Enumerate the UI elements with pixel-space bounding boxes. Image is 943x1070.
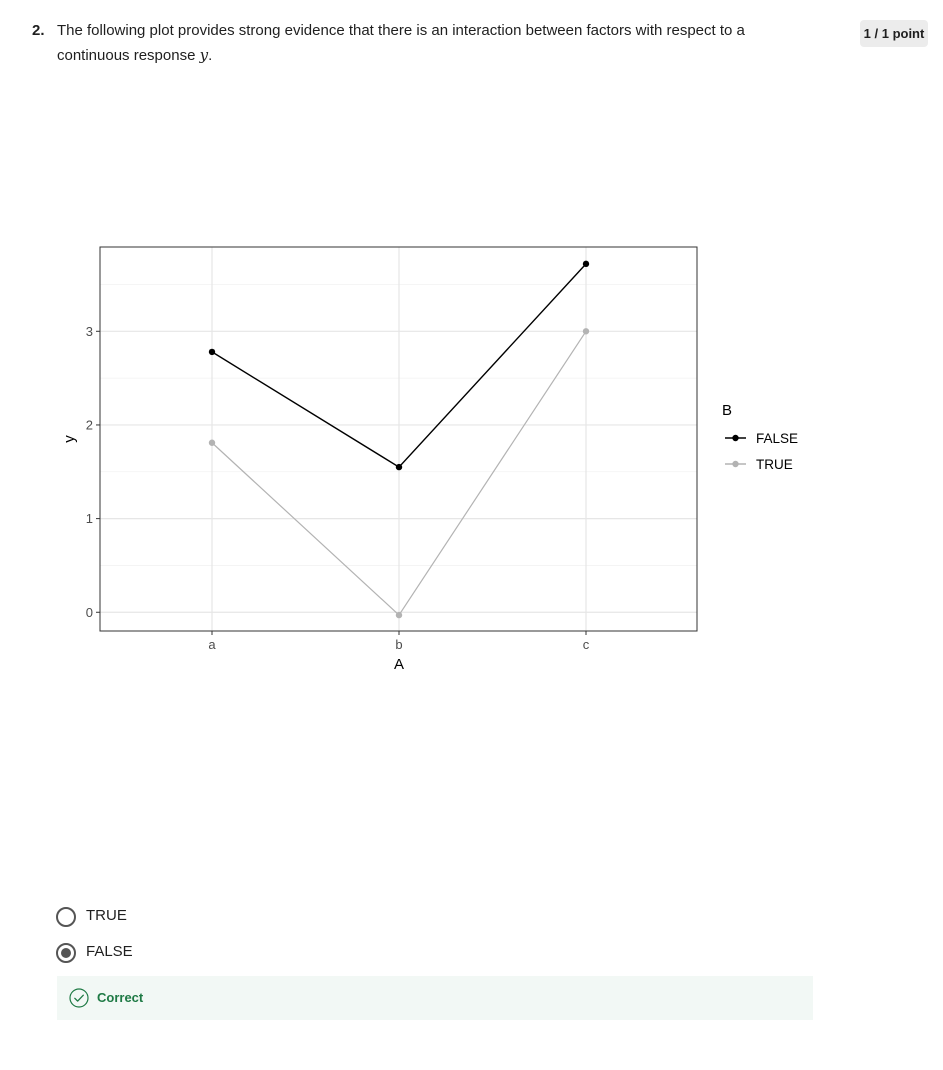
y-tick-label: 0: [86, 605, 93, 620]
radio-true-icon[interactable]: [56, 907, 76, 927]
data-point-false-c: [582, 260, 590, 268]
y-tick-label: 1: [86, 511, 93, 526]
data-point-false-a: [208, 348, 216, 356]
x-axis-title: A: [394, 656, 404, 673]
check-circle-icon: [69, 988, 89, 1008]
question-text-before: The following plot provides strong evide…: [57, 22, 745, 64]
points-badge: 1 / 1 point: [860, 20, 928, 47]
data-point-false-b: [395, 463, 403, 471]
data-point-true-b: [395, 611, 403, 619]
legend-key-point-true: [732, 460, 739, 468]
data-point-true-c: [582, 328, 590, 335]
y-tick-label: 3: [86, 324, 93, 339]
feedback-status: Correct: [97, 990, 144, 1005]
x-tick-label: c: [583, 637, 590, 652]
option-true-label: TRUE: [86, 907, 127, 924]
option-false-label: FALSE: [86, 943, 133, 960]
legend-label-false: FALSE: [756, 431, 798, 446]
radio-false-icon[interactable]: [56, 943, 76, 963]
y-tick-label: 2: [86, 417, 93, 432]
question-number: 2.: [32, 22, 45, 39]
feedback-banner: Correct: [57, 976, 813, 1020]
question-variable: y: [199, 46, 209, 64]
y-axis-title: y: [61, 435, 78, 443]
legend-title: B: [722, 402, 732, 419]
x-tick-label: a: [208, 637, 216, 652]
chart-svg: 0 1 2 3 a b cAy B FALSE TRUE: [61, 246, 798, 673]
data-point-true-a: [208, 439, 216, 446]
legend-label-true: TRUE: [756, 457, 793, 472]
x-tick-label: b: [395, 637, 402, 652]
legend-key-point-false: [732, 434, 739, 442]
question-text-after: .: [208, 47, 213, 64]
question-text: The following plot provides strong evide…: [57, 19, 787, 68]
